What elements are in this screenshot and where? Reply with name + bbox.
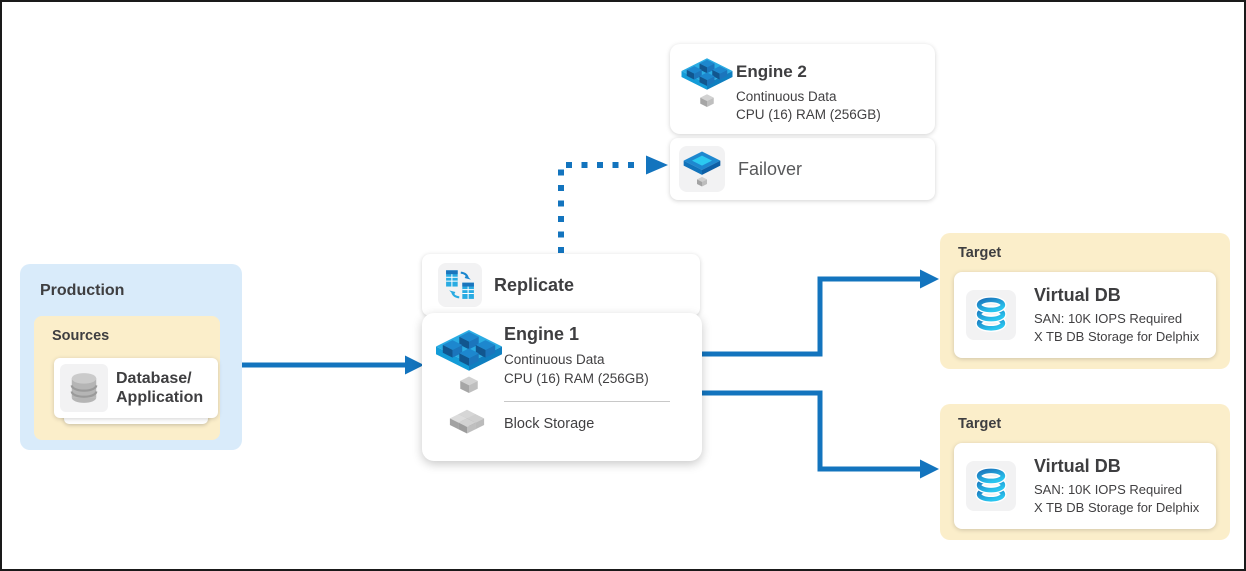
- virtual-db-card-1: Virtual DB SAN: 10K IOPS Required X TB D…: [954, 272, 1216, 358]
- engine-platform-icon: [434, 329, 504, 400]
- arrow-engine1-to-target1: [702, 269, 939, 357]
- virtual-db-storage: X TB DB Storage for Delphix: [1034, 499, 1200, 515]
- block-storage-icon: [448, 406, 486, 449]
- database-title-line1: Database/: [116, 370, 192, 387]
- virtual-db-storage: X TB DB Storage for Delphix: [1034, 328, 1200, 344]
- arrowhead-right-icon: [646, 155, 668, 175]
- engine1-title: Engine 1: [504, 324, 580, 344]
- gray-cube-icon: [700, 94, 714, 107]
- database-application-card: Database/ Application: [54, 358, 218, 418]
- gray-cube-icon: [460, 376, 478, 394]
- target-zone-1: Target Virtual DB SAN: 10K IOPS Require: [940, 233, 1230, 369]
- arrow-replicate-to-failover-dotted: [558, 155, 668, 253]
- failover-card: Failover: [670, 138, 935, 200]
- virtual-db-san: SAN: 10K IOPS Required: [1034, 481, 1183, 497]
- arrowhead-right-icon: [920, 459, 939, 479]
- sources-zone: Sources Database/ Application: [34, 316, 220, 440]
- engine2-title: Engine 2: [736, 62, 807, 81]
- virtual-db-icon: [966, 461, 1016, 511]
- arrowhead-right-icon: [920, 269, 939, 289]
- virtual-db-san: SAN: 10K IOPS Required: [1034, 310, 1183, 326]
- arrowhead-right-icon: [405, 355, 424, 375]
- virtual-db-title: Virtual DB: [1034, 455, 1121, 476]
- database-title-line2: Application: [116, 389, 204, 406]
- block-storage-label: Block Storage: [504, 416, 595, 432]
- engine1-specs: CPU (16) RAM (256GB): [504, 371, 649, 386]
- target-zone-2: Target Virtual DB SAN: 10K IOPS Require: [940, 404, 1230, 540]
- failover-label: Failover: [738, 158, 803, 179]
- engine2-specs: CPU (16) RAM (256GB): [736, 107, 881, 122]
- database-application-title: Database/ Application: [116, 369, 203, 407]
- virtual-db-title: Virtual DB: [1034, 284, 1121, 305]
- failover-icon: [679, 146, 725, 192]
- gray-cube-icon: [697, 176, 707, 187]
- replicate-label: Replicate: [494, 274, 575, 295]
- engine2-card: Engine 2 Continuous Data CPU (16) RAM (2…: [670, 44, 935, 134]
- arrow-production-to-engine1: [242, 355, 424, 375]
- sources-label: Sources: [52, 328, 110, 344]
- engine1-card: Engine 1 Continuous Data CPU (16) RAM (2…: [422, 313, 702, 461]
- replicate-icon: [438, 263, 482, 307]
- engine2-continuous-data: Continuous Data: [736, 89, 837, 104]
- engine1-divider: [504, 401, 670, 402]
- virtual-db-icon: [966, 290, 1016, 340]
- replicate-card: Replicate: [422, 254, 700, 316]
- production-label: Production: [40, 282, 125, 299]
- target1-label: Target: [958, 245, 1002, 261]
- virtual-db-card-2: Virtual DB SAN: 10K IOPS Required X TB D…: [954, 443, 1216, 529]
- engine1-continuous-data: Continuous Data: [504, 352, 605, 367]
- arrow-engine1-to-target2: [702, 390, 939, 479]
- target2-label: Target: [958, 416, 1002, 432]
- database-icon: [60, 364, 108, 412]
- engine-platform-icon: [680, 57, 734, 114]
- production-zone: Production Sources Database/ Application: [20, 264, 242, 450]
